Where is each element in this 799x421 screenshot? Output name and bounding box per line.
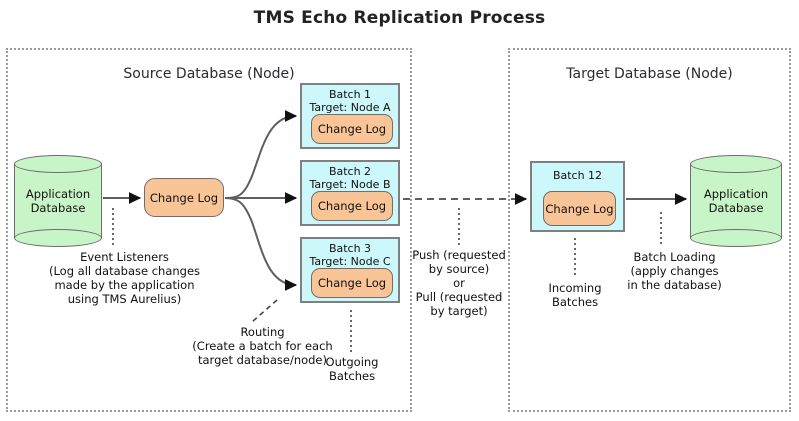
source-database-label-line1: Application xyxy=(25,187,91,201)
batch-2-header: Batch 2 Target: Node B xyxy=(302,165,398,191)
source-database-node-container: Source Database (Node) xyxy=(6,48,412,412)
cylinder-top xyxy=(14,155,102,173)
note-event-listeners: Event Listeners(Log all database changes… xyxy=(48,250,201,306)
batch-1-target: Target: Node A xyxy=(309,101,391,114)
cylinder-body xyxy=(690,164,782,238)
batch-box-1: Batch 1 Target: Node A Change Log xyxy=(300,83,400,149)
cylinder-top xyxy=(690,155,782,173)
source-database-label: Application Database xyxy=(14,155,102,247)
target-database-label-line1: Application xyxy=(703,187,769,201)
batch-box-2: Batch 2 Target: Node B Change Log xyxy=(300,160,400,226)
page-title: TMS Echo Replication Process xyxy=(253,8,546,28)
batch-2-title: Batch 2 xyxy=(328,165,372,178)
cylinder-bottom xyxy=(690,229,782,247)
target-database-label-line2: Database xyxy=(708,201,764,215)
batch-3-change-log: Change Log xyxy=(311,268,393,298)
arrow-changelog-to-batch-1 xyxy=(224,110,298,199)
cylinder-bottom xyxy=(14,229,102,247)
batch-12-header: Batch 12 xyxy=(532,169,623,182)
target-node-title: Target Database (Node) xyxy=(566,66,733,82)
batch-box-12: Batch 12 Change Log xyxy=(530,161,625,232)
batch-3-title: Batch 3 xyxy=(328,242,372,255)
source-database-label-line2: Database xyxy=(30,201,86,215)
target-application-database-cylinder: Application Database xyxy=(690,155,782,247)
batch-1-change-log: Change Log xyxy=(311,114,393,144)
target-database-node-container: Target Database (Node) xyxy=(508,48,791,412)
batch-2-target: Target: Node B xyxy=(309,178,391,191)
batch-box-3: Batch 3 Target: Node C Change Log xyxy=(300,237,400,303)
source-change-log-box: Change Log xyxy=(144,178,224,217)
batch-1-title: Batch 1 xyxy=(328,88,372,101)
cylinder-body xyxy=(14,164,102,238)
batch-2-change-log: Change Log xyxy=(311,191,393,221)
batch-3-target: Target: Node C xyxy=(309,255,391,268)
source-application-database-cylinder: Application Database xyxy=(14,155,102,247)
target-database-label: Application Database xyxy=(690,155,782,247)
source-node-title: Source Database (Node) xyxy=(123,66,295,82)
leader-line-routing xyxy=(251,299,278,323)
batch-1-header: Batch 1 Target: Node A xyxy=(302,88,398,114)
batch-12-change-log: Change Log xyxy=(543,191,616,226)
batch-12-title: Batch 12 xyxy=(552,169,603,182)
arrow-changelog-to-batch-3 xyxy=(224,197,298,291)
batch-3-header: Batch 3 Target: Node C xyxy=(302,242,398,268)
